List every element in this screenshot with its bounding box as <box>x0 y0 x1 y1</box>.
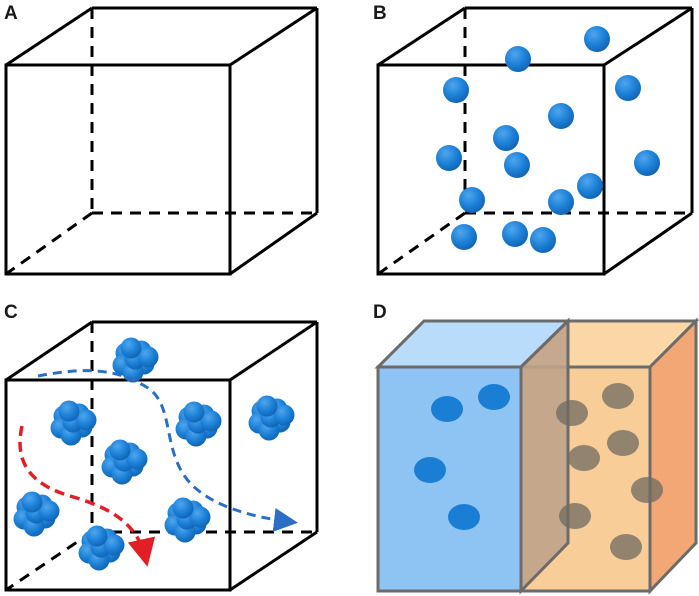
cluster-particle <box>38 500 60 522</box>
cluster-particle <box>86 525 108 547</box>
gray-particle <box>556 400 588 426</box>
particle <box>502 221 528 247</box>
panel-a-cube <box>4 6 319 276</box>
blue-particle <box>448 504 480 530</box>
particle-cluster <box>101 439 148 485</box>
cluster-particle <box>120 337 142 359</box>
gray-particle <box>631 477 663 503</box>
panel-a-label: A <box>4 3 18 24</box>
particle <box>548 189 574 215</box>
blue-flow-arrow <box>37 369 298 532</box>
cluster-particle <box>189 506 211 528</box>
panel-c-clusters <box>13 337 295 571</box>
particle <box>459 187 485 213</box>
particle <box>504 152 530 178</box>
particle <box>548 103 574 129</box>
panel-b-particles <box>436 26 660 253</box>
cluster-particle <box>273 404 295 426</box>
hidden-edges <box>377 8 692 276</box>
blue-particle <box>478 384 510 410</box>
cluster-particle <box>256 395 278 417</box>
gray-particle <box>610 534 642 560</box>
particle <box>634 150 660 176</box>
particle <box>505 46 531 72</box>
panel-d-label: D <box>373 302 387 323</box>
particle <box>436 145 462 171</box>
visible-edges <box>376 6 694 276</box>
particle-cluster <box>175 401 222 447</box>
particle <box>451 224 477 250</box>
blue-particle <box>431 396 463 422</box>
particle-cluster <box>112 337 159 383</box>
gray-particle <box>602 383 634 409</box>
panel-c-label: C <box>4 302 18 323</box>
cluster-particle <box>75 409 97 431</box>
cluster-particle <box>137 346 159 368</box>
gray-particle <box>568 445 600 471</box>
cluster-particle <box>183 401 205 423</box>
visible-edges <box>4 6 319 276</box>
particle-cluster <box>248 395 295 441</box>
blue-particle <box>414 457 446 483</box>
hidden-edges <box>5 322 317 592</box>
particle <box>615 75 641 101</box>
particle-cluster <box>13 491 60 537</box>
cluster-particle <box>126 448 148 470</box>
cluster-particle <box>172 497 194 519</box>
particle-cluster <box>78 525 125 571</box>
panel-b-cube <box>376 6 694 276</box>
panel-d-blue-phase <box>374 317 572 595</box>
particle <box>577 173 603 199</box>
hidden-edges <box>5 8 317 276</box>
particle <box>584 26 610 52</box>
cluster-particle <box>21 491 43 513</box>
panel-b-label: B <box>373 3 387 24</box>
particle <box>443 77 469 103</box>
particle-cluster <box>50 400 97 446</box>
visible-edges <box>4 320 319 592</box>
gray-particle <box>559 503 591 529</box>
panel-d-blue-particles <box>414 384 510 530</box>
cluster-particle <box>103 534 125 556</box>
panel-c-cube <box>4 320 319 592</box>
panel-d-gray-particles <box>556 383 663 560</box>
cluster-particle <box>109 439 131 461</box>
cluster-particle <box>200 410 222 432</box>
particle <box>493 125 519 151</box>
particle-cluster <box>164 497 211 543</box>
gray-particle <box>607 430 639 456</box>
particle <box>530 227 556 253</box>
cluster-particle <box>58 400 80 422</box>
